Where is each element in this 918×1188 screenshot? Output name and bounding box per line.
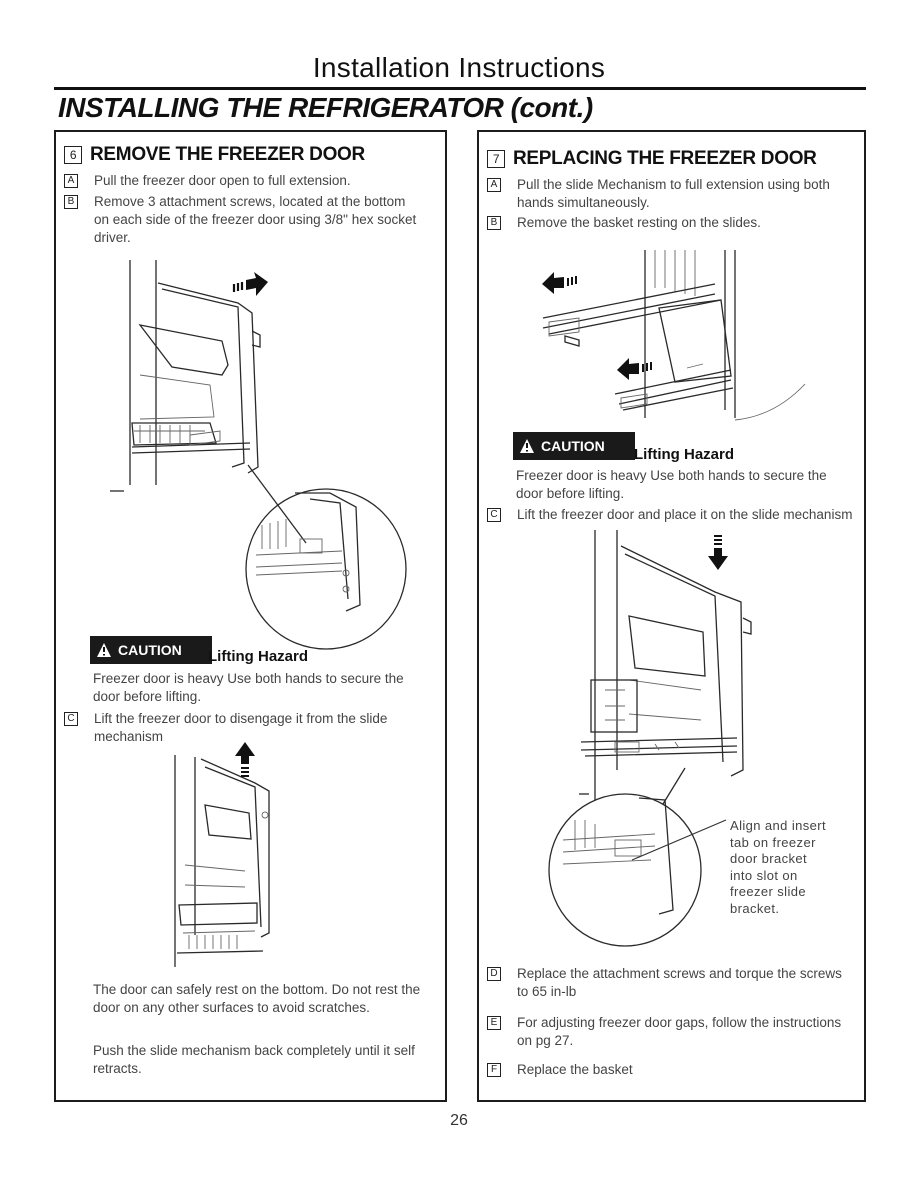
warning-triangle-icon xyxy=(520,439,534,453)
step-letter-box: A xyxy=(64,174,78,188)
arrow-up-icon xyxy=(235,742,255,777)
callout-line: Align and insert xyxy=(730,818,827,833)
callout-line: bracket. xyxy=(730,900,780,916)
left-panel xyxy=(54,130,447,1102)
hazard-label: Lifting Hazard xyxy=(208,648,308,665)
step-letter-box: B xyxy=(487,216,501,230)
step-text: Pull the slide Mechanism to full extensi… xyxy=(517,177,830,210)
section-title: INSTALLING THE REFRIGERATOR (cont.) xyxy=(58,92,593,123)
callout-line: tab on freezer xyxy=(730,834,816,850)
page-number: 26 xyxy=(450,1112,468,1129)
step-text: Replace the basket xyxy=(517,1062,633,1077)
align-callout: Align and insert tab on freezer door bra… xyxy=(730,818,860,917)
left-heading: 6 REMOVE THE FREEZER DOOR xyxy=(64,144,365,166)
illustration-place-door-on-slides xyxy=(548,530,752,947)
illustration-open-freezer-door xyxy=(110,260,407,650)
step-letter-box: C xyxy=(487,508,501,522)
warning-triangle-icon xyxy=(97,643,111,657)
step-number-box: 7 xyxy=(487,149,505,168)
caution-badge: CAUTION xyxy=(513,432,635,460)
step-letter-box: E xyxy=(487,1016,501,1030)
step-text: Remove 3 attachment screws, located at t… xyxy=(94,194,417,245)
step-text: For adjusting freezer door gaps, follow … xyxy=(517,1015,842,1048)
right-heading-text: REPLACING THE FREEZER DOOR xyxy=(513,148,817,169)
caution-badge: CAUTION xyxy=(90,636,212,664)
step-letter-box: B xyxy=(64,195,78,209)
caution-badge-text: CAUTION xyxy=(541,438,605,454)
step-letter-box: C xyxy=(64,712,78,726)
step-text: Lift the freezer door and place it on th… xyxy=(517,507,853,522)
callout-line: freezer slide xyxy=(730,884,807,899)
step-letter-box: D xyxy=(487,967,501,981)
right-panel xyxy=(477,130,866,1102)
callout-line: door bracket xyxy=(730,851,808,866)
left-note-rest: The door can safely rest on the bottom. … xyxy=(93,982,421,1015)
arrow-right-icon xyxy=(232,272,268,296)
left-caution-text: Freezer door is heavy Use both hands to … xyxy=(93,671,404,704)
right-caution-text: Freezer door is heavy Use both hands to … xyxy=(516,468,827,501)
page-header-title: Installation Instructions xyxy=(312,52,606,83)
arrow-left-icon xyxy=(617,358,652,380)
callout-line: into slot on xyxy=(730,867,798,883)
left-note-push: Push the slide mechanism back completely… xyxy=(93,1043,415,1076)
step-text: Pull the freezer door open to full exten… xyxy=(94,173,351,188)
illustration-lift-freezer-door xyxy=(174,755,270,967)
illustration-extended-slides xyxy=(542,250,806,421)
step-letter-box: F xyxy=(487,1063,501,1077)
arrow-left-icon xyxy=(542,272,577,294)
step-text: Lift the freezer door to disengage it fr… xyxy=(94,711,388,744)
caution-badge-text: CAUTION xyxy=(118,642,182,658)
arrow-down-icon xyxy=(708,535,728,570)
header-rule xyxy=(54,87,866,90)
right-heading: 7 REPLACING THE FREEZER DOOR xyxy=(487,148,817,170)
hazard-label: Lifting Hazard xyxy=(634,446,734,463)
step-text: Replace the attachment screws and torque… xyxy=(517,966,842,999)
left-heading-text: REMOVE THE FREEZER DOOR xyxy=(90,144,365,165)
callout-leader-line xyxy=(631,819,727,861)
step-letter-box: A xyxy=(487,178,501,192)
step-text: Remove the basket resting on the slides. xyxy=(517,215,761,230)
step-number-box: 6 xyxy=(64,145,82,164)
